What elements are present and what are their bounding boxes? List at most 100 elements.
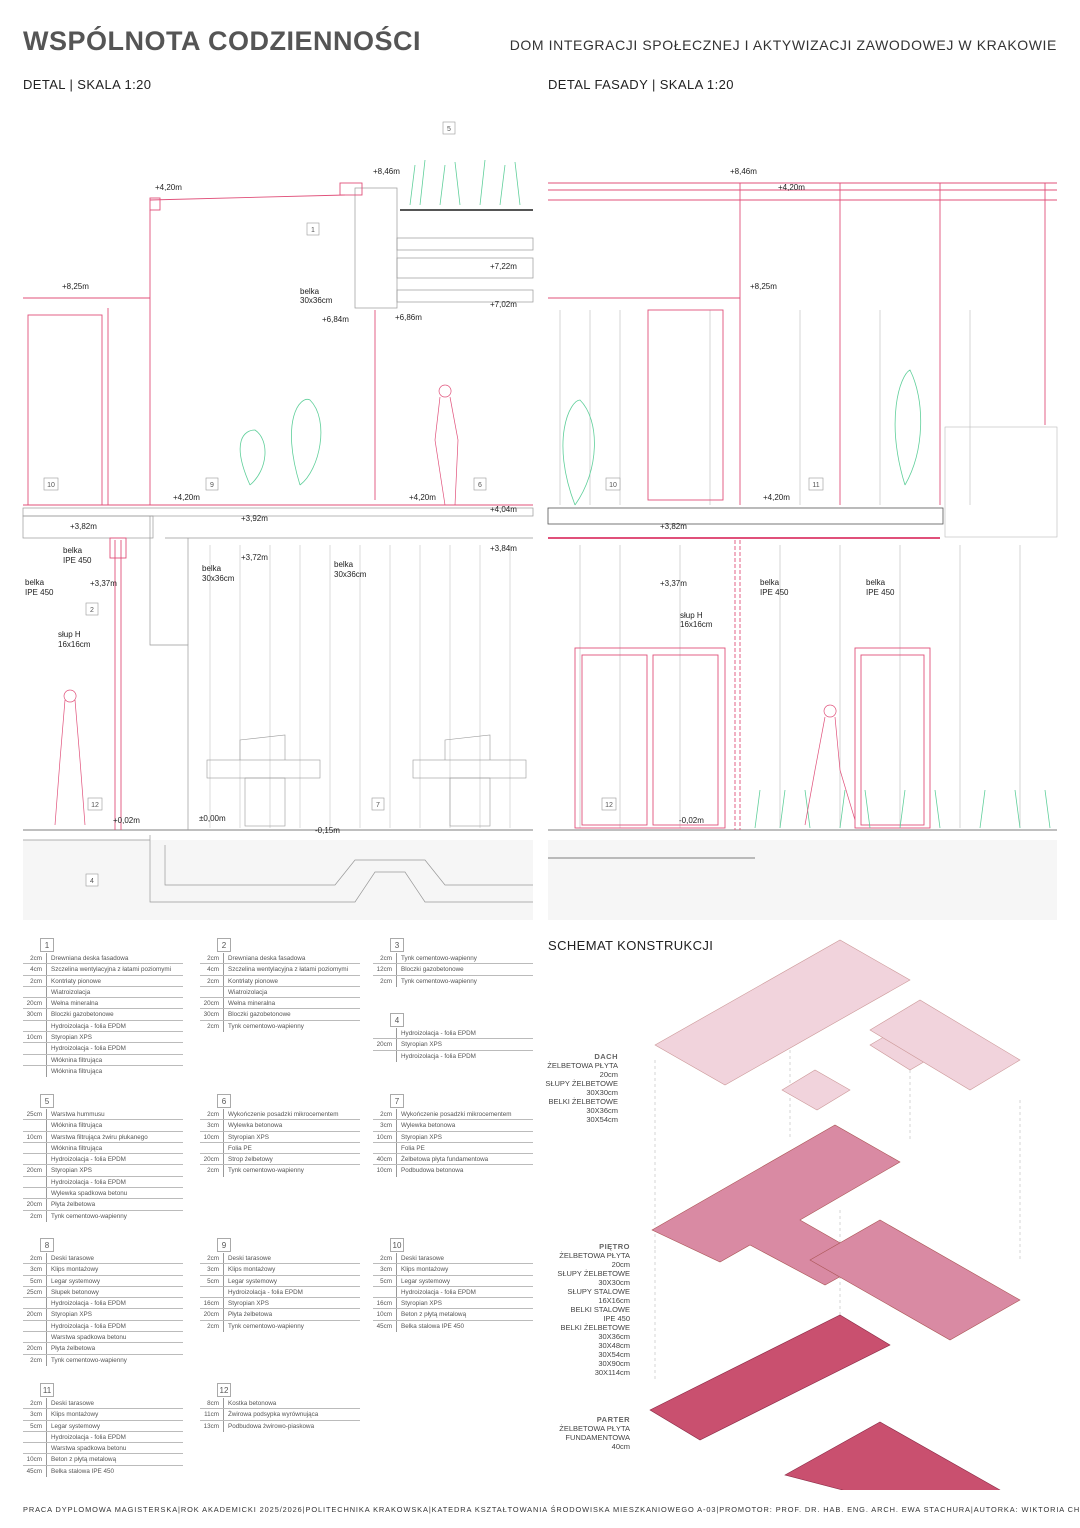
layer-material: Styropian XPS	[228, 1133, 269, 1141]
layer-thickness: 5cm	[23, 1420, 47, 1431]
svg-text:7: 7	[376, 802, 380, 809]
elevation-label: +0,02m	[113, 816, 140, 825]
layer-thickness: 2cm	[23, 1253, 47, 1264]
layer-material: Żelbetowa płyta fundamentowa	[401, 1156, 489, 1164]
layer-thickness: 20cm	[200, 998, 224, 1009]
layer-material: Strop żelbetowy	[228, 1156, 273, 1164]
layer-thickness	[23, 1298, 47, 1309]
column-label: słup H	[680, 611, 703, 620]
layer-thickness: 2cm	[23, 975, 47, 986]
footer-item: |	[428, 1505, 432, 1514]
legend-number: 10	[390, 1238, 404, 1252]
layer-thickness: 20cm	[23, 998, 47, 1009]
legend-row: Folia PE	[373, 1142, 533, 1155]
elevation-label: -0,02m	[679, 816, 704, 825]
layer-material: Folia PE	[228, 1144, 252, 1152]
layer-material: Warstwa spadkowa betonu	[51, 1445, 127, 1453]
svg-text:12: 12	[605, 802, 613, 809]
schema-spec-line: SŁUPY STALOWE	[567, 1287, 630, 1296]
layer-thickness	[373, 1028, 397, 1039]
layer-thickness: 2cm	[200, 953, 224, 964]
layer-marker: 10	[43, 477, 59, 491]
ground-hatch	[548, 840, 1057, 920]
schema-spec-line: ŻELBETOWA PŁYTA	[547, 1061, 618, 1070]
layer-material: Styropian XPS	[401, 1133, 442, 1141]
layer-material: Klips montażowy	[228, 1266, 276, 1274]
schema-spec-line: 30X30cm	[586, 1088, 618, 1097]
legend-row: Hydroizolacja - folia EPDM	[373, 1050, 533, 1062]
legend-row: Warstwa spadkowa betonu	[23, 1443, 183, 1455]
elevation-label: +8,46m	[373, 167, 400, 176]
layer-thickness: 16cm	[373, 1298, 397, 1309]
layer-thickness: 10cm	[200, 1131, 224, 1142]
people-illustration	[54, 384, 459, 826]
schema-spec-line: SŁUPY ŻELBETOWE	[545, 1079, 618, 1088]
layer-material: Tynk cementowo-wapienny	[228, 1022, 304, 1030]
layer-material: Płyta żelbetowa	[51, 1345, 96, 1353]
schema-roof-title: DACH	[594, 1052, 618, 1061]
structure-axonometric	[649, 939, 1021, 1490]
poster-subtitle: DOM INTEGRACJI SPOŁECZNEJ I AKTYWIZACJI …	[509, 37, 1057, 53]
layer-material: Hydroizolacja - folia EPDM	[51, 1156, 126, 1164]
layer-thickness: 3cm	[200, 1120, 224, 1131]
layer-material: Bloczki gazobetonowe	[228, 1011, 291, 1019]
schema-spec-line: SŁUPY ŻELBETOWE	[557, 1269, 630, 1278]
elevation-label: +3,82m	[660, 522, 687, 531]
elevation-labels: +4,20m +8,46m +8,25m +7,22m +7,02m +6,84…	[25, 167, 517, 835]
layer-material: Warstwa spadkowa betonu	[51, 1334, 127, 1342]
elevation-label: +4,20m	[173, 493, 200, 502]
layer-material: Płyta żelbetowa	[51, 1201, 96, 1209]
layer-marker: 2	[85, 602, 99, 616]
layer-material: Włóknina filtrująca	[51, 1056, 103, 1064]
layer-thickness: 2cm	[200, 1253, 224, 1264]
svg-text:6: 6	[478, 482, 482, 489]
layer-material: Hydroizolacja - folia EPDM	[51, 1433, 126, 1441]
layer-thickness: 2cm	[23, 1398, 47, 1409]
layer-thickness: 25cm	[23, 1286, 47, 1298]
layer-thickness	[23, 1443, 47, 1454]
elevation-label: +7,02m	[490, 300, 517, 309]
legend-row: Hydroizolacja - folia EPDM	[23, 1020, 183, 1033]
beam-label: IPE 450	[25, 588, 54, 597]
layer-material: Legar systemowy	[51, 1277, 100, 1285]
schema-spec-line: IPE 450	[603, 1314, 630, 1323]
legend-number: 5	[40, 1094, 54, 1108]
beam-label: 30x36cm	[334, 570, 367, 579]
layer-material: Warstwa filtrująca żwiru płukanego	[51, 1133, 148, 1141]
layer-material: Wylewka spadkowa betonu	[51, 1190, 128, 1198]
footer-item: |	[970, 1505, 974, 1514]
layer-thickness	[23, 1188, 47, 1199]
layer-thickness	[23, 1043, 47, 1054]
schema-spec-line: BELKI ŻELBETOWE	[560, 1323, 630, 1332]
layer-material: Tynk cementowo-wapienny	[51, 1212, 127, 1220]
footer-item: KATEDRA KSZTAŁTOWANIA ŚRODOWISKA MIESZKA…	[431, 1505, 717, 1514]
footer-item: |	[716, 1505, 720, 1514]
poster-title: WSPÓLNOTA CODZIENNOŚCI	[23, 26, 421, 56]
layer-material: Szczelina wentylacyjna z łatami poziomym…	[228, 966, 349, 974]
layer-material: Klips montażowy	[401, 1266, 449, 1274]
layer-material: Wełna mineralna	[228, 1000, 276, 1008]
elevation-label: +4,20m	[409, 493, 436, 502]
legend-row: Wiatroizolacja	[200, 986, 360, 999]
schema-spec-line: BELKI STALOWE	[570, 1305, 630, 1314]
legend-number: 3	[390, 938, 404, 952]
layer-thickness	[23, 1120, 47, 1131]
